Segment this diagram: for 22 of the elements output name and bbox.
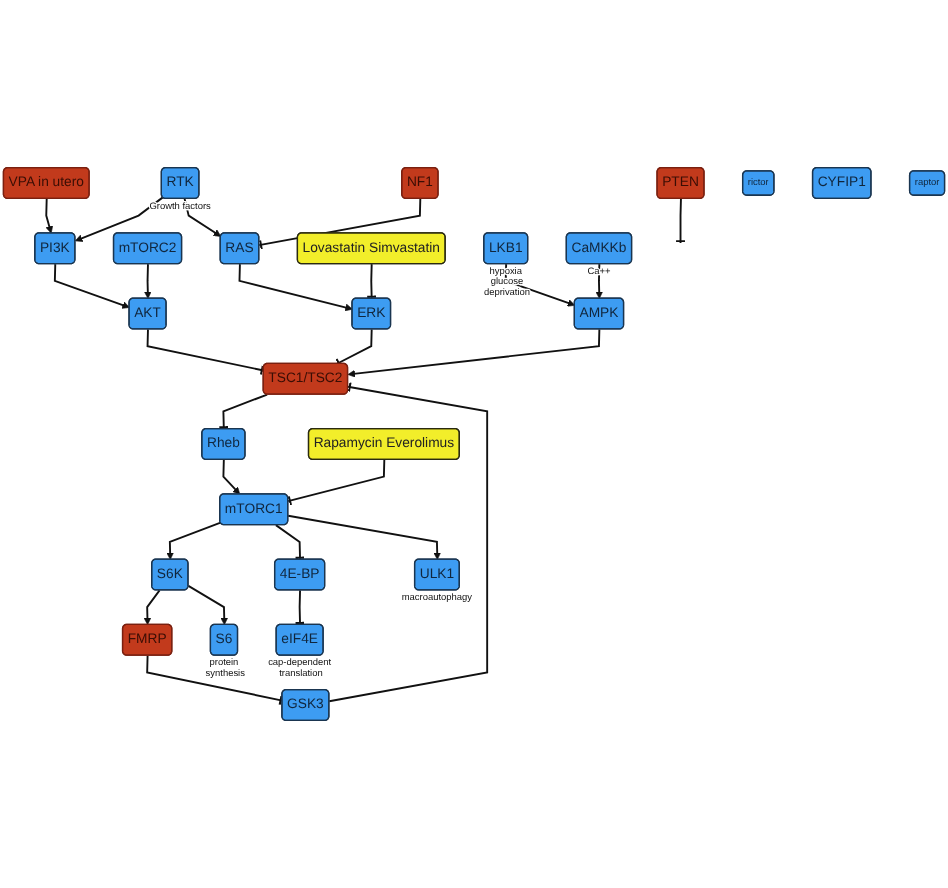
- arrow: [595, 263, 603, 299]
- inhibition-line: [294, 589, 306, 626]
- inhibition-line: [146, 328, 265, 376]
- inhibition-line: [328, 381, 489, 703]
- arrow: [45, 197, 53, 234]
- arrow: [143, 589, 161, 626]
- inhibition-line: [146, 654, 284, 706]
- inhibition-line: [675, 197, 687, 245]
- arrow: [187, 584, 228, 626]
- arrow: [287, 514, 441, 560]
- arrow: [144, 263, 152, 299]
- arrow: [166, 521, 222, 560]
- arrow: [74, 196, 164, 242]
- arrow: [347, 328, 601, 378]
- inhibition-line: [218, 393, 269, 430]
- inhibition-line: [287, 458, 386, 507]
- arrow: [238, 263, 353, 312]
- inhibition-line: [274, 524, 306, 561]
- inhibition-line: [366, 263, 378, 300]
- arrow: [222, 458, 241, 495]
- arrow: [53, 263, 130, 309]
- inhibition-line: [335, 328, 373, 368]
